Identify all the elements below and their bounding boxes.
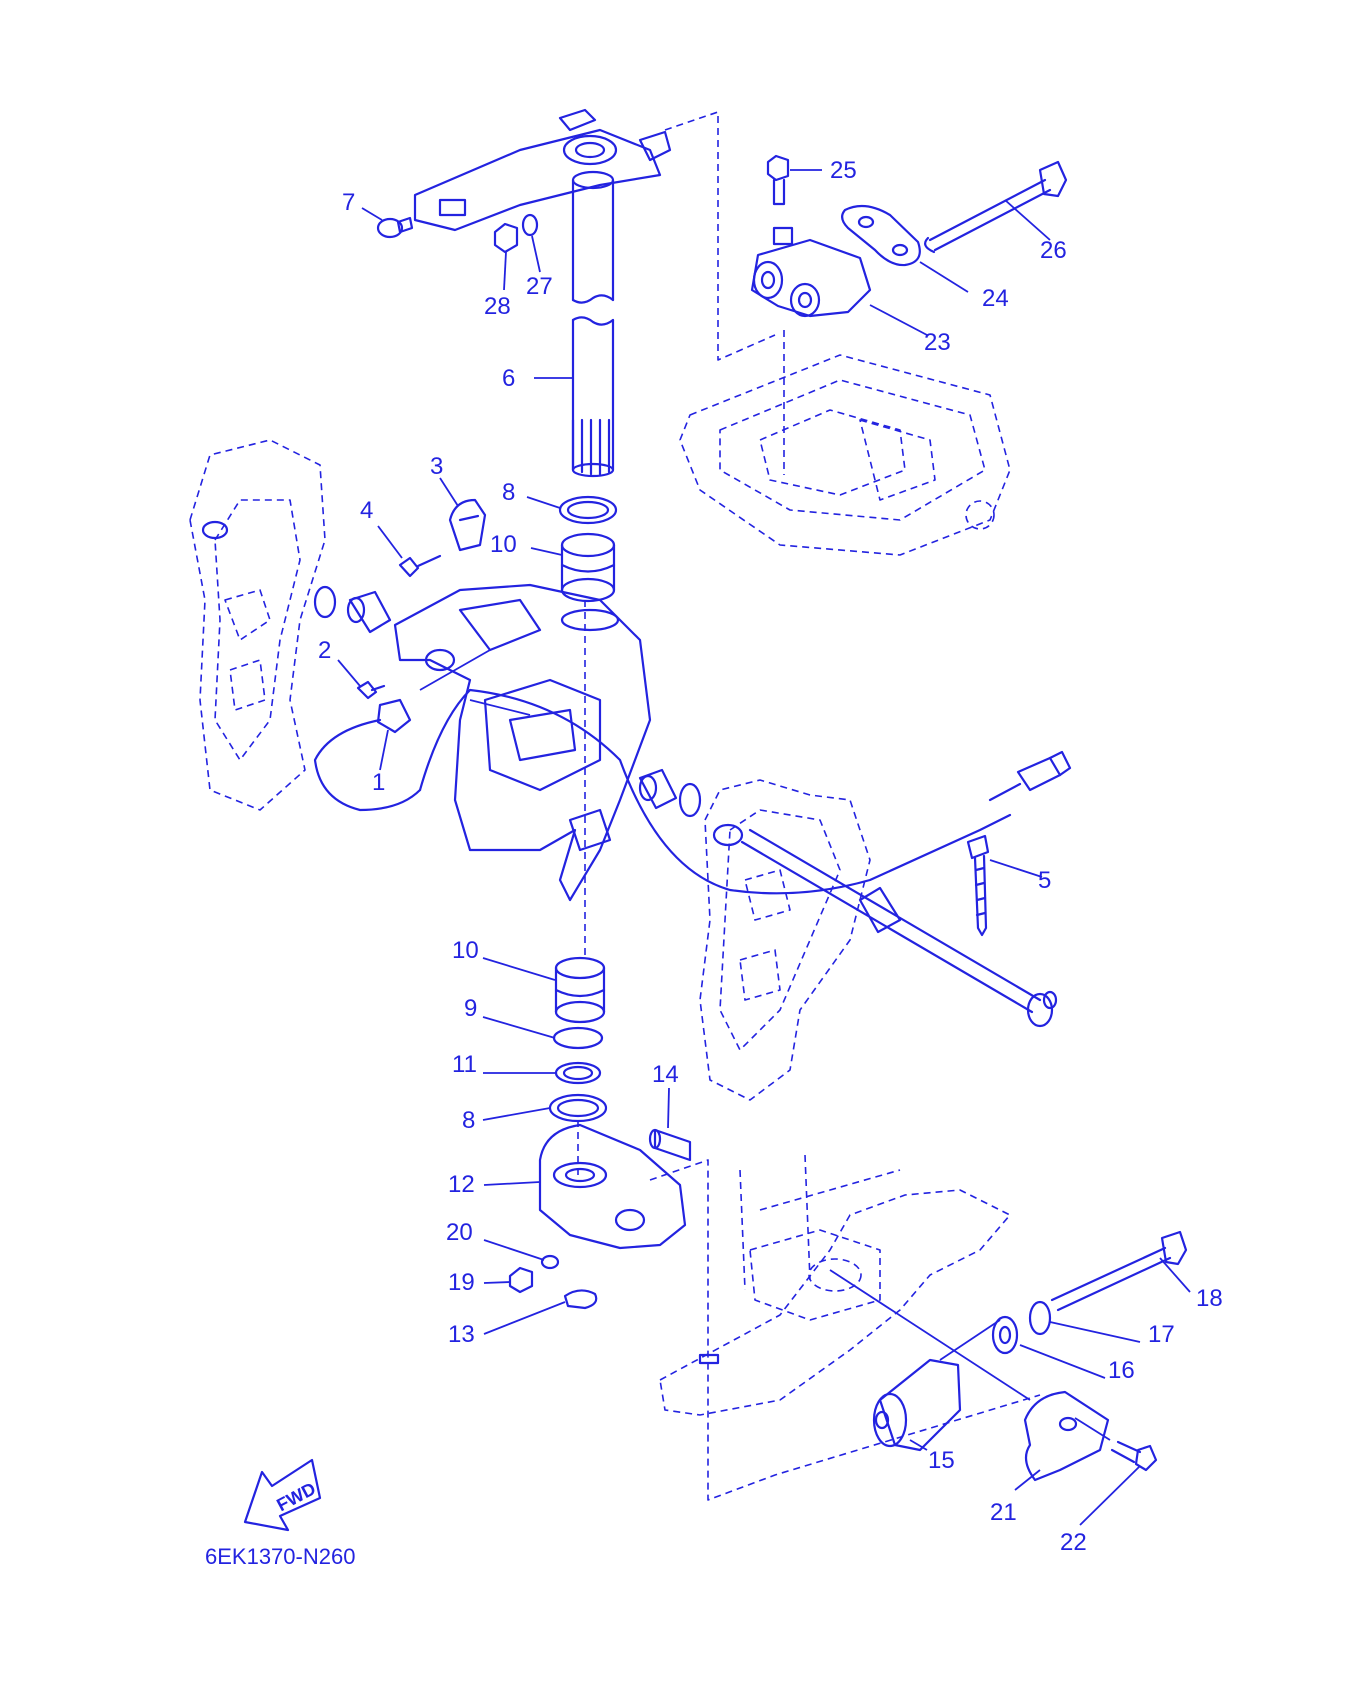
callout-27: 27 — [526, 273, 553, 300]
alignment-line-lower — [649, 1159, 1041, 1501]
callout-8-top: 8 — [502, 479, 515, 506]
screw-2 — [356, 680, 386, 700]
callout-14: 14 — [652, 1061, 679, 1088]
callout-22: 22 — [1060, 1529, 1087, 1556]
long-bolt-25 — [924, 160, 1068, 254]
fwd-arrow-icon: FWD — [243, 1458, 322, 1532]
mount-bracket-23 — [750, 226, 872, 318]
wire-leader-2 — [469, 699, 531, 716]
callout-26: 24 — [982, 285, 1009, 312]
connector-5 — [988, 750, 1072, 802]
upper-casing — [679, 354, 1011, 556]
rubber-mount-10-top — [560, 532, 616, 603]
wire-leader — [419, 649, 491, 691]
nut-19 — [508, 1266, 534, 1294]
lead-wire — [468, 688, 1012, 895]
callout-6: 6 — [502, 365, 515, 392]
callout-25: 26 — [1040, 237, 1067, 264]
clip-3 — [448, 498, 487, 552]
steering-shaft-6 — [571, 170, 615, 478]
callout-12: 12 — [448, 1171, 475, 1198]
callout-23: 23 — [924, 329, 951, 356]
washer-right — [678, 782, 702, 818]
rubber-mount-10-bottom — [554, 956, 606, 1024]
callout-10-top: 10 — [490, 531, 517, 558]
washer-27 — [521, 213, 539, 237]
ring-8-top — [558, 495, 618, 525]
lower-unit — [659, 1154, 1011, 1416]
circlip-13 — [563, 1289, 598, 1310]
bolt-24 — [766, 154, 790, 206]
swivel-bracket-right — [699, 779, 871, 1101]
callout-16: 16 — [1108, 1357, 1135, 1384]
tilt-pin — [740, 828, 1058, 1028]
callout-17: 17 — [1148, 1321, 1175, 1348]
washer-left — [313, 585, 337, 619]
leader-15-21 — [939, 1319, 1111, 1441]
damper-15 — [872, 1358, 962, 1452]
alignment-line-upper — [664, 111, 776, 361]
callout-13: 13 — [448, 1321, 475, 1348]
callout-10-bottom: 10 — [452, 937, 479, 964]
cable-tie-5 — [966, 834, 990, 937]
upper-mount-bracket — [413, 108, 672, 232]
screw-4 — [398, 554, 442, 578]
callout-1: 1 — [372, 769, 385, 796]
leader-lines — [337, 169, 1191, 1526]
cap-21 — [1023, 1390, 1110, 1482]
callout-4: 4 — [360, 497, 373, 524]
washer-20 — [540, 1254, 560, 1270]
callout-8-bottom: 8 — [462, 1107, 475, 1134]
callout-2: 2 — [318, 637, 331, 664]
lower-mount-bracket-12 — [538, 1123, 687, 1250]
axis-line-center — [577, 600, 586, 1180]
plate-26 — [841, 204, 921, 267]
bushing-right — [638, 768, 678, 810]
callout-24: 25 — [830, 157, 857, 184]
callout-21: 21 — [990, 1499, 1017, 1526]
washer-16 — [991, 1315, 1019, 1355]
washer-11 — [554, 1061, 602, 1085]
callout-labels: 7 28 27 6 3 8 4 10 2 1 25 26 24 23 5 10 … — [318, 157, 1223, 1556]
o-ring-9 — [552, 1026, 604, 1050]
callout-18: 18 — [1196, 1285, 1223, 1312]
callout-20: 20 — [446, 1219, 473, 1246]
bolt-22 — [1110, 1440, 1158, 1472]
diagram-code: 6EK1370-N260 — [205, 1544, 355, 1569]
stopper-14 — [648, 1128, 692, 1162]
leader-lower-bolt — [829, 1269, 1031, 1401]
callout-19: 19 — [448, 1269, 475, 1296]
washer-17 — [1028, 1300, 1052, 1336]
nut-28 — [493, 222, 519, 254]
bushing-left — [346, 590, 392, 634]
swivel-bracket-center — [393, 583, 652, 902]
swivel-bracket-left — [189, 439, 326, 811]
callout-7: 7 — [342, 189, 355, 216]
callout-5: 5 — [1038, 867, 1051, 894]
callout-3: 3 — [430, 453, 443, 480]
trim-sensor-1 — [313, 688, 472, 812]
callout-9: 9 — [464, 995, 477, 1022]
callout-28: 28 — [484, 293, 511, 320]
bolt-7 — [376, 216, 414, 239]
bolt-18 — [1050, 1230, 1188, 1312]
ring-8-bottom — [548, 1093, 608, 1123]
callout-15: 15 — [928, 1447, 955, 1474]
callout-11: 11 — [452, 1051, 477, 1078]
